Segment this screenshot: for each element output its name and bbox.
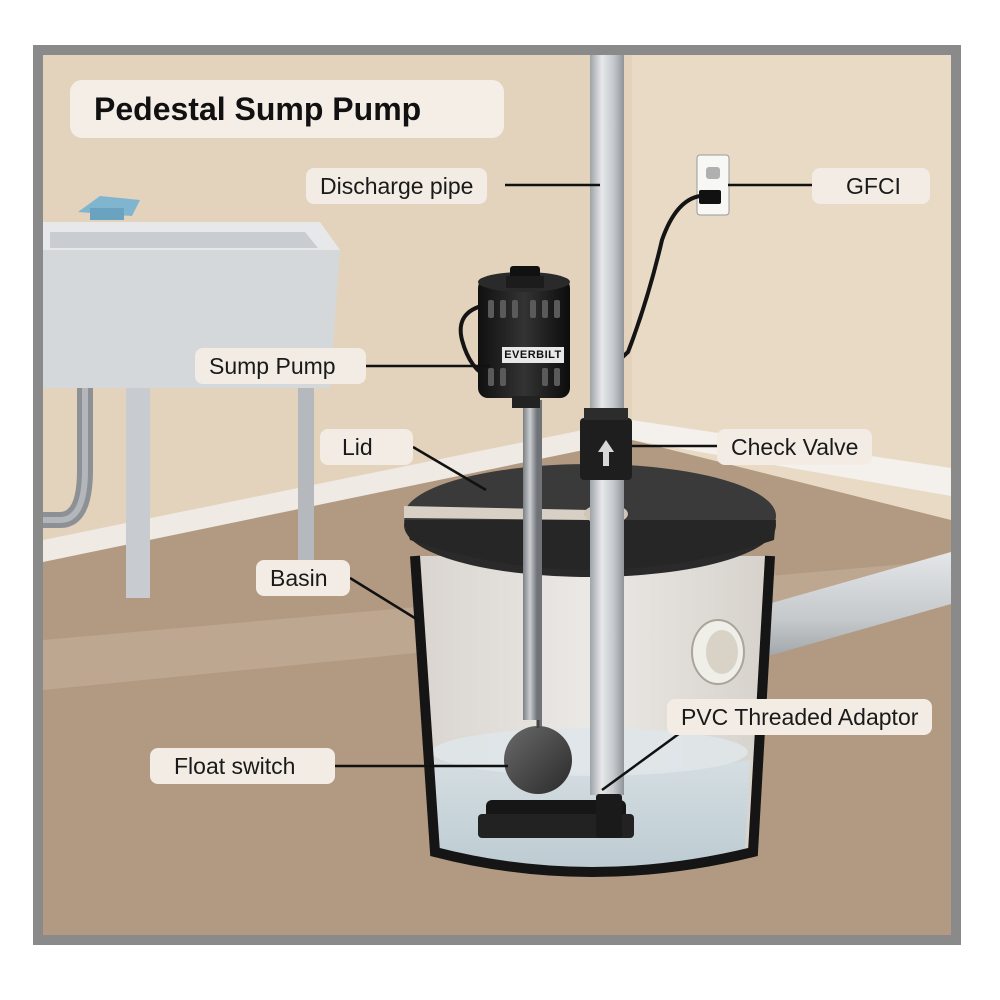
pump-motor (478, 266, 570, 408)
label-sump-pump: Sump Pump (195, 348, 366, 384)
pump-brand-badge: EVERBILT (502, 347, 564, 363)
pump-rod (523, 390, 537, 720)
float-ball (504, 726, 572, 794)
pump-base (478, 794, 634, 838)
label-gfci: GFCI (812, 168, 930, 204)
outlet-icon (696, 154, 730, 216)
baseboard-left (43, 420, 632, 562)
page-title: Pedestal Sump Pump (70, 80, 504, 138)
label-discharge-pipe: Discharge pipe (306, 168, 488, 204)
label-check-valve: Check Valve (717, 429, 873, 465)
power-cord (612, 194, 701, 367)
label-float-switch: Float switch (150, 748, 335, 784)
check-valve-shape (580, 408, 632, 480)
leader-pvc-adaptor (601, 731, 681, 792)
inlet-pipe (740, 552, 951, 664)
float-rod (537, 400, 542, 730)
leader-basin (349, 576, 419, 622)
leader-lid (412, 445, 487, 492)
leader-lines (335, 183, 812, 792)
label-basin: Basin (256, 560, 350, 596)
label-pvc-threaded-adaptor: PVC Threaded Adaptor (667, 699, 933, 735)
label-lid: Lid (320, 429, 413, 465)
